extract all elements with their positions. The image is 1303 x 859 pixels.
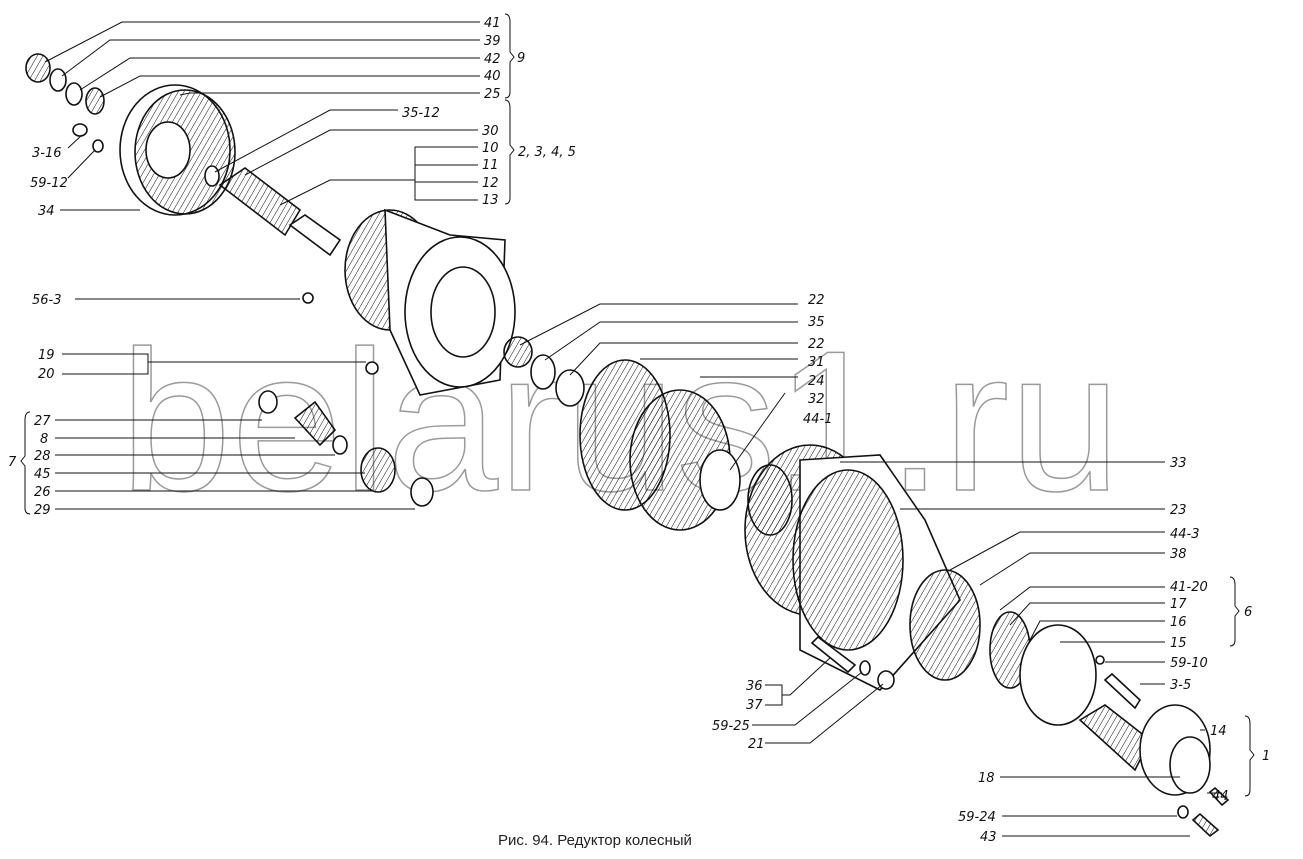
label-41: 41 [484,16,501,31]
label-42: 42 [484,52,501,67]
label-37: 37 [746,698,763,713]
label-45: 45 [34,467,51,482]
label-14: 14 [1210,724,1227,739]
hub-32 [699,449,741,511]
label-23: 23 [1170,503,1187,518]
label-13: 13 [482,193,499,208]
label-3-5: 3-5 [1170,678,1191,693]
label-33: 33 [1170,456,1187,471]
drive-shaft-1 [1078,704,1152,772]
label-27: 27 [34,414,51,429]
leader-lines [20,13,1255,837]
ring-28 [332,435,348,455]
label-15: 15 [1170,636,1187,651]
label-8: 8 [40,432,48,447]
label-41-20: 41-20 [1170,580,1208,595]
label-26: 26 [34,485,51,500]
label-22: 22 [808,293,825,308]
nut-41 [25,53,51,83]
label-18: 18 [978,771,995,786]
washer-39 [49,68,67,92]
stud-36-37 [810,635,857,674]
label-35: 35 [808,315,825,330]
label-56-3: 56-3 [32,293,62,308]
label-35-12: 35-12 [402,106,440,121]
label-10: 10 [482,141,499,156]
washer-59-12 [92,139,104,153]
label-40: 40 [484,69,501,84]
label-20: 20 [38,367,55,382]
group-label-1: 1 [1262,749,1270,764]
label-36: 36 [746,679,763,694]
nut-22 [503,336,533,368]
housing-front [792,469,904,651]
label-24: 24 [808,374,825,389]
washer-27 [258,390,278,414]
pin-44 [1208,786,1230,807]
bolt-3-16 [72,123,88,137]
label-21: 21 [748,737,765,752]
label-59-10: 59-10 [1170,656,1208,671]
bearing-40 [85,87,105,115]
label-34: 34 [38,204,55,219]
group-label-9: 9 [517,51,525,66]
bolt-43 [1191,812,1220,838]
carrier-inner [430,266,496,358]
washer-59-10 [1095,655,1105,665]
label-32: 32 [808,392,825,407]
label-3-16: 3-16 [32,146,62,161]
seal-18 [1169,736,1211,794]
washer-59-25 [859,660,871,676]
group-label-6: 6 [1244,605,1252,620]
label-38: 38 [1170,547,1187,562]
shaft-gear-10-13 [218,167,302,237]
label-16: 16 [1170,615,1187,630]
washer-59-24 [1177,805,1189,819]
axle-8 [293,400,337,447]
ring-35-12 [204,165,220,187]
label-44: 44 [1212,789,1229,804]
label-29: 29 [34,503,51,518]
label-22-second: 22 [808,337,825,352]
nut-19-20 [365,361,379,375]
plug-56-3 [302,292,314,304]
label-44-1: 44-1 [803,412,833,427]
bearing-44-3 [909,569,981,681]
bolt-3-5 [1103,672,1142,710]
parts [25,53,1230,838]
shaft-end [288,214,342,257]
label-39: 39 [484,34,501,49]
satellite-gear-26 [360,447,396,493]
group-label-7: 7 [8,455,17,470]
washer-35 [530,354,556,390]
figure-caption: Рис. 94. Редуктор колесный [498,832,692,849]
group-label-2-3-4-5: 2, 3, 4, 5 [518,145,576,160]
label-59-25: 59-25 [712,719,750,734]
label-12: 12 [482,176,499,191]
part-labels: 41 39 42 40 25 9 35-12 30 10 11 12 13 2,… [8,16,1270,845]
washer-29 [410,477,434,507]
label-25: 25 [484,87,501,102]
label-11: 11 [482,158,499,173]
label-44-3: 44-3 [1170,527,1200,542]
label-19: 19 [38,348,55,363]
label-31: 31 [808,355,825,370]
label-28: 28 [34,449,51,464]
cover-15 [1019,624,1097,726]
label-30: 30 [482,124,499,139]
label-59-12: 59-12 [30,176,68,191]
label-43: 43 [980,830,997,845]
ring-42 [65,82,83,106]
cover-boss [145,121,191,179]
nut-22b [555,369,585,407]
label-17: 17 [1170,597,1187,612]
label-59-24: 59-24 [958,810,996,825]
